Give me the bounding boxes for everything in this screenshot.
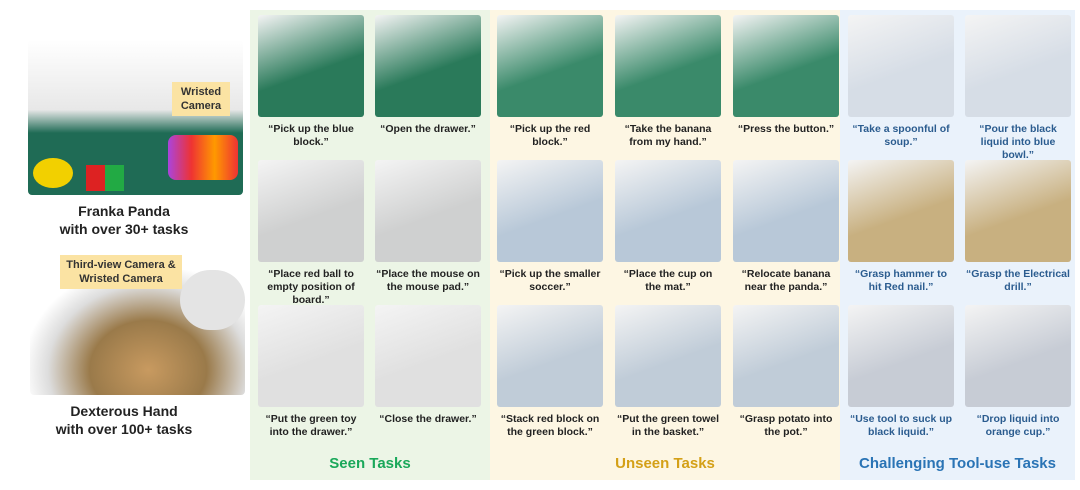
task-photo	[497, 15, 603, 117]
task-card: “Drop liquid into orange cup.”	[965, 305, 1071, 439]
task-card: “Grasp hammer to hit Red nail.”	[848, 160, 954, 294]
task-photo	[615, 305, 721, 407]
task-caption: “Grasp potato into the pot.”	[739, 413, 833, 438]
camera-tag: Wristed Camera	[172, 82, 230, 116]
task-photo	[733, 15, 839, 117]
task-group-seen-tasks: “Pick up the blue block.” “Open the drawe…	[250, 10, 490, 480]
task-photo	[615, 160, 721, 262]
robot-subtitle: with over 100+ tasks	[55, 421, 193, 437]
task-caption: “Open the drawer.”	[380, 123, 476, 135]
task-card: “Take a spoonful of soup.”	[848, 15, 954, 149]
robot-subtitle: with over 30+ tasks	[59, 221, 189, 237]
task-caption: “Grasp the Electrical drill.”	[966, 268, 1070, 293]
task-card: “Open the drawer.”	[375, 15, 481, 136]
task-caption: “Pick up the blue block.”	[268, 123, 354, 148]
task-caption: “Take a spoonful of soup.”	[852, 123, 950, 148]
task-caption: “Drop liquid into orange cup.”	[976, 413, 1060, 438]
robot-name: Dexterous Hand	[70, 403, 178, 419]
robot-label: Dexterous Hand with over 100+ tasks	[0, 402, 248, 438]
task-caption: “Pour the black liquid into blue bowl.”	[979, 123, 1057, 161]
task-card: “Put the green towel in the basket.”	[615, 305, 721, 439]
task-photo	[258, 15, 364, 117]
task-card: “Close the drawer.”	[375, 305, 481, 426]
task-photo	[258, 305, 364, 407]
franka-panda-photo	[28, 40, 243, 195]
task-photo	[965, 160, 1071, 262]
task-card: “Pick up the red block.”	[497, 15, 603, 149]
task-card: “Grasp the Electrical drill.”	[965, 160, 1071, 294]
task-photo	[497, 305, 603, 407]
task-photo	[733, 160, 839, 262]
task-card: “Pick up the blue block.”	[258, 15, 364, 149]
task-card: “Use tool to suck up black liquid.”	[848, 305, 954, 439]
group-title: Seen Tasks	[329, 455, 411, 472]
camera-tag: Third-view Camera & Wristed Camera	[60, 255, 182, 289]
task-card: “Relocate banana near the panda.”	[733, 160, 839, 294]
task-photo	[375, 305, 481, 407]
task-photo	[497, 160, 603, 262]
task-photo	[733, 305, 839, 407]
task-photo	[965, 305, 1071, 407]
task-card: “Place the mouse on the mouse pad.”	[375, 160, 481, 294]
task-caption: “Close the drawer.”	[379, 413, 477, 425]
robot-label: Franka Panda with over 30+ tasks	[0, 202, 248, 238]
task-group-unseen-tasks: “Pick up the red block.” “Take the banana…	[490, 10, 840, 480]
task-card: “Take the banana from my hand.”	[615, 15, 721, 149]
task-caption: “Put the green toy into the drawer.”	[265, 413, 357, 438]
dexterous-hand-photo	[30, 270, 245, 395]
task-caption: “Take the banana from my hand.”	[624, 123, 712, 148]
task-caption: “Press the button.”	[737, 123, 835, 135]
task-photo	[848, 15, 954, 117]
task-caption: “Use tool to suck up black liquid.”	[849, 413, 953, 438]
task-card: “Grasp potato into the pot.”	[733, 305, 839, 439]
task-photo	[375, 160, 481, 262]
task-card: “Stack red block on the green block.”	[497, 305, 603, 439]
task-card: “Place the cup on the mat.”	[615, 160, 721, 294]
task-photo	[965, 15, 1071, 117]
task-card: “Pour the black liquid into blue bowl.”	[965, 15, 1071, 162]
robot-name: Franka Panda	[78, 203, 170, 219]
robot-platforms: Wristed Camera Franka Panda with over 30…	[0, 0, 248, 490]
task-photo	[615, 15, 721, 117]
task-photo	[375, 15, 481, 117]
task-photo	[848, 160, 954, 262]
task-caption: “Pick up the smaller soccer.”	[499, 268, 601, 293]
task-caption: “Place the mouse on the mouse pad.”	[376, 268, 480, 293]
task-caption: “Put the green towel in the basket.”	[616, 413, 720, 438]
task-photo	[258, 160, 364, 262]
task-photo	[848, 305, 954, 407]
task-card: “Press the button.”	[733, 15, 839, 136]
group-title: Unseen Tasks	[615, 455, 715, 472]
task-caption: “Grasp hammer to hit Red nail.”	[854, 268, 948, 293]
task-caption: “Place the cup on the mat.”	[623, 268, 713, 293]
group-title: Challenging Tool-use Tasks	[859, 455, 1056, 472]
task-card: “Put the green toy into the drawer.”	[258, 305, 364, 439]
task-caption: “Pick up the red block.”	[509, 123, 591, 148]
task-caption: “Place red ball to empty position of boa…	[267, 268, 355, 306]
task-card: “Pick up the smaller soccer.”	[497, 160, 603, 294]
task-card: “Place red ball to empty position of boa…	[258, 160, 364, 307]
task-caption: “Relocate banana near the panda.”	[741, 268, 831, 293]
task-group-challenging-tool-use-tasks: “Take a spoonful of soup.” “Pour the blac…	[840, 10, 1075, 480]
task-caption: “Stack red block on the green block.”	[500, 413, 600, 438]
